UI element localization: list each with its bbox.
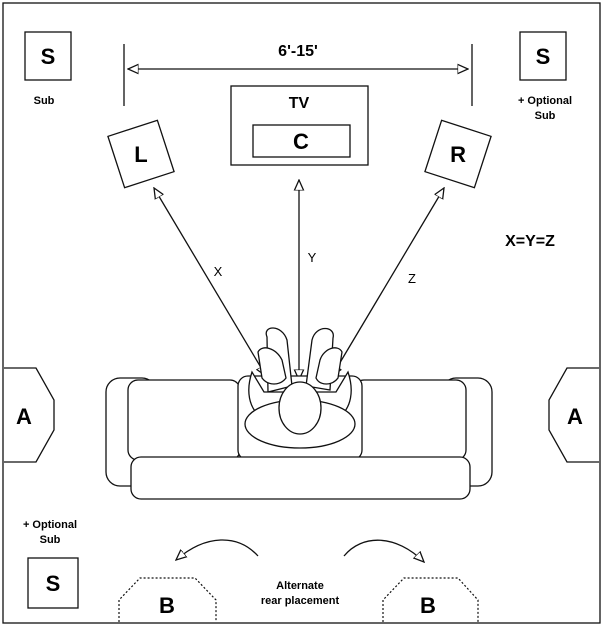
sub-right-caption-line2: Sub — [535, 110, 556, 122]
distance-x-label: X — [214, 264, 223, 279]
surround-left-speaker: A — [4, 367, 55, 463]
rear-right-letter: B — [420, 593, 436, 618]
rear-note-line1: Alternate — [276, 580, 324, 592]
sub-left-caption: Sub — [34, 95, 55, 107]
front-right-letter: R — [450, 142, 466, 167]
tv: TV C — [230, 85, 369, 166]
sub-rear-caption-line2: Sub — [40, 534, 61, 546]
width-dimension-label: 6'-15' — [278, 43, 318, 60]
surround-right-speaker: A — [548, 367, 599, 463]
rear-right-speaker: B — [382, 577, 479, 622]
sub-rear-caption-line1: + Optional — [23, 519, 77, 531]
front-left-speaker: L — [107, 119, 175, 189]
alternate-placement-arrows — [176, 539, 424, 562]
distance-y-label: Y — [308, 250, 317, 265]
sub-right-caption-line1: + Optional — [518, 95, 572, 107]
sub-rear-letter: S — [46, 571, 61, 596]
listener — [244, 327, 356, 449]
surround-right-letter: A — [567, 404, 583, 429]
sub-right: S + Optional Sub — [518, 31, 572, 122]
center-speaker-letter: C — [293, 129, 309, 154]
sub-right-letter: S — [536, 44, 551, 69]
front-left-letter: L — [134, 142, 147, 167]
equation-label: X=Y=Z — [505, 233, 555, 250]
tv-label: TV — [289, 95, 310, 112]
distance-lines: X Y Z — [154, 180, 444, 380]
rear-left-letter: B — [159, 593, 175, 618]
distance-z-label: Z — [408, 271, 416, 286]
sub-left-letter: S — [41, 44, 56, 69]
sub-rear: + Optional Sub S — [23, 519, 79, 609]
surround-left-letter: A — [16, 404, 32, 429]
couch — [105, 375, 493, 500]
center-speaker — [252, 124, 351, 158]
rear-left-speaker: B — [118, 577, 217, 622]
rear-note-line2: rear placement — [261, 595, 340, 607]
width-dimension: 6'-15' — [123, 43, 473, 106]
sub-left: S Sub — [24, 31, 72, 107]
front-right-speaker: R — [424, 119, 492, 189]
